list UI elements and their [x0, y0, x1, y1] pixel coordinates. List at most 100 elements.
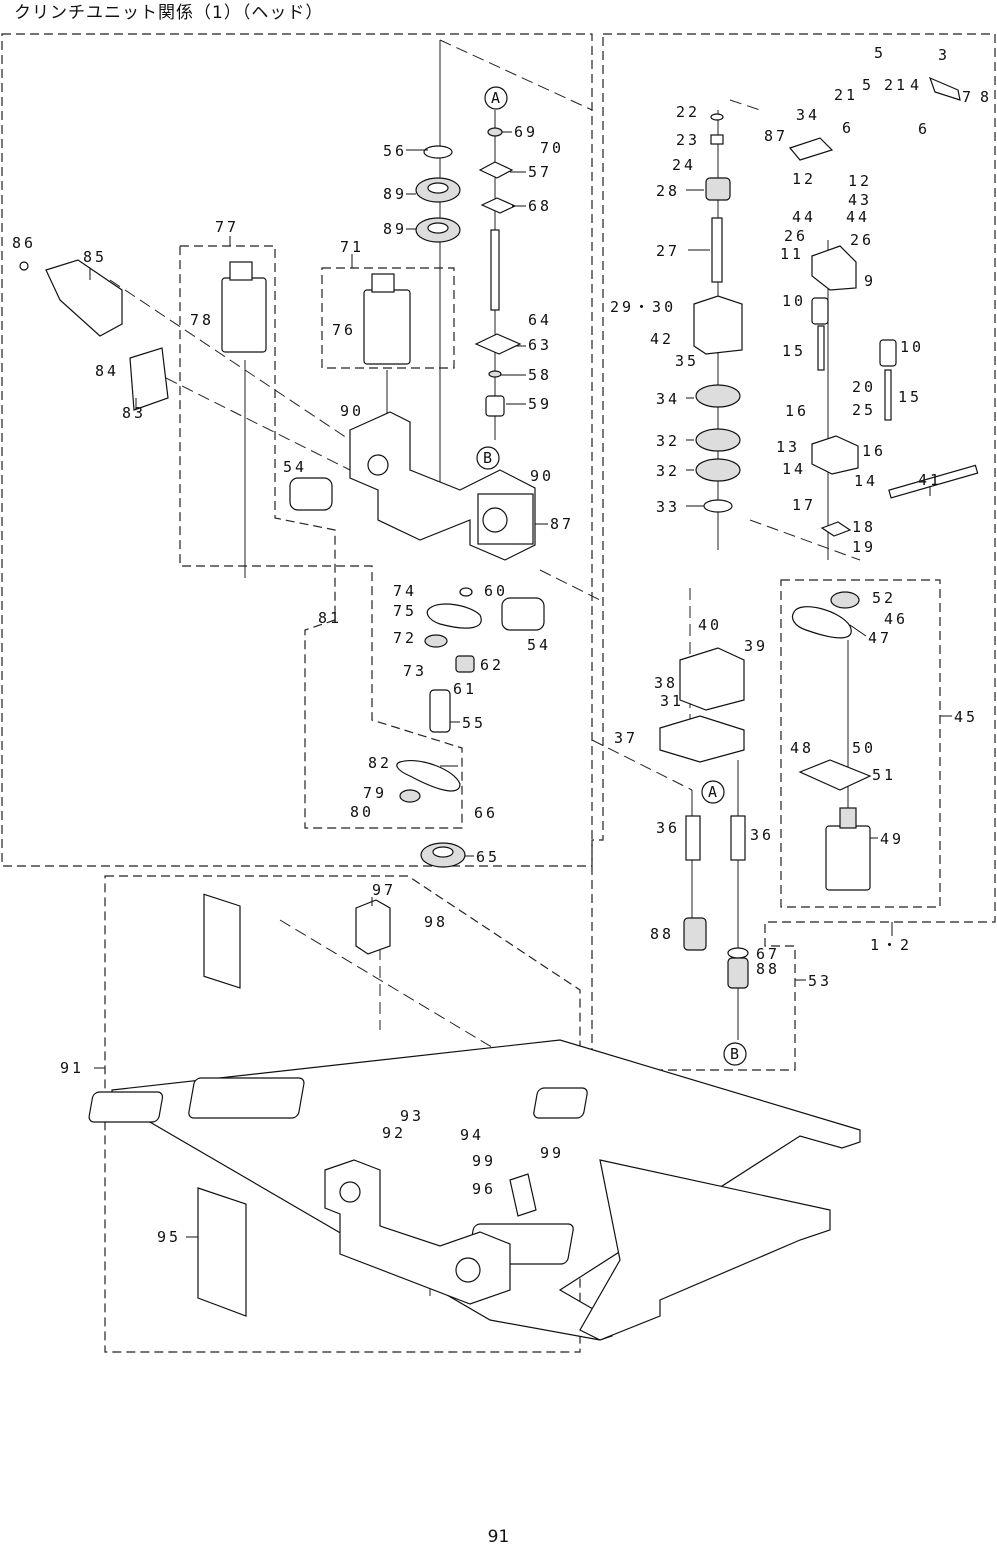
- callout-80: 80: [350, 803, 374, 821]
- callout-26a: 26: [784, 227, 808, 245]
- callout-36b: 36: [750, 826, 774, 844]
- callout-49: 49: [880, 830, 904, 848]
- clinch-drive-frame-1-2: [591, 33, 996, 1071]
- pulley-52: [830, 591, 860, 609]
- callout-leaders: [89, 131, 952, 1238]
- callout-57: 57: [528, 163, 552, 181]
- bushing-10-right: [879, 339, 897, 367]
- nut-69: [487, 127, 503, 137]
- gear-61: [455, 655, 475, 673]
- callout-95: 95: [157, 1228, 181, 1246]
- plate-18: [820, 521, 852, 537]
- callout-35: 35: [675, 352, 699, 370]
- pulley-79: [399, 789, 421, 803]
- callout-61: 61: [453, 680, 477, 698]
- bushing-88-upper: [683, 917, 707, 951]
- head-subassembly-frame-77: [179, 245, 463, 829]
- callout-64: 64: [528, 311, 552, 329]
- page-number: 91: [487, 1527, 510, 1547]
- callout-93: 93: [400, 1107, 424, 1125]
- callout-72: 72: [393, 629, 417, 647]
- callout-19: 19: [852, 538, 876, 556]
- lever-3: [928, 76, 961, 101]
- callout-78: 78: [190, 311, 214, 329]
- part-drawings: [19, 76, 979, 1341]
- callout-53: 53: [808, 972, 832, 990]
- flange-57: [478, 161, 514, 179]
- callout-4: 4: [910, 76, 922, 94]
- callout-46: 46: [884, 610, 908, 628]
- callout-15a: 15: [782, 342, 806, 360]
- callout-52: 52: [872, 589, 896, 607]
- marker-b-mid: B: [483, 449, 495, 467]
- callout-98: 98: [424, 913, 448, 931]
- callout-23: 23: [676, 131, 700, 149]
- base-plate-91: [111, 1039, 861, 1341]
- bearing-32-upper: [695, 428, 741, 452]
- belt-75: [426, 603, 482, 629]
- callout-10a: 10: [782, 292, 806, 310]
- callout-9: 9: [864, 272, 876, 290]
- callout-22: 22: [676, 103, 700, 121]
- coupling-28: [705, 177, 731, 201]
- callout-76: 76: [332, 321, 356, 339]
- callout-63: 63: [528, 336, 552, 354]
- callout-16a: 16: [785, 402, 809, 420]
- callout-88a: 88: [650, 925, 674, 943]
- callout-1-2: 1・2: [870, 936, 912, 954]
- head-unit-frame: [1, 33, 593, 867]
- collar-58: [488, 370, 502, 378]
- callout-11: 11: [780, 245, 804, 263]
- callout-12a: 12: [792, 170, 816, 188]
- callout-31: 31: [660, 692, 684, 710]
- pin-36-right: [730, 815, 746, 861]
- callout-66: 66: [474, 804, 498, 822]
- callout-88b: 88: [756, 960, 780, 978]
- bearing-34: [695, 384, 741, 408]
- callout-89a: 89: [383, 185, 407, 203]
- callout-24: 24: [672, 156, 696, 174]
- callout-28: 28: [656, 182, 680, 200]
- callout-51: 51: [872, 766, 896, 784]
- rod-15: [817, 325, 825, 371]
- callout-6b: 6: [918, 120, 930, 138]
- callout-26b: 26: [850, 231, 874, 249]
- bracket-85: [45, 259, 123, 337]
- callout-87r: 87: [764, 127, 788, 145]
- callout-44a: 44: [792, 208, 816, 226]
- callout-60: 60: [484, 582, 508, 600]
- callout-94: 94: [460, 1126, 484, 1144]
- callout-92: 92: [382, 1124, 406, 1142]
- callout-70: 70: [540, 139, 564, 157]
- callout-7: 7: [962, 88, 974, 106]
- callout-90b: 90: [530, 467, 554, 485]
- callout-34r: 34: [796, 106, 820, 124]
- callout-15b: 15: [898, 388, 922, 406]
- bracket-83: [129, 347, 169, 411]
- pulley-72: [424, 634, 448, 648]
- callout-25: 25: [852, 401, 876, 419]
- reference-markers: A B A B: [476, 86, 747, 1066]
- bushing-10-left: [811, 297, 829, 325]
- bracket-96: [509, 1173, 537, 1217]
- callout-17: 17: [792, 496, 816, 514]
- motor-bracket-31: [659, 715, 745, 763]
- callout-85: 85: [83, 248, 107, 266]
- callout-6a: 6: [842, 119, 854, 137]
- bushing-59: [485, 395, 505, 417]
- shaft: [490, 229, 500, 311]
- marker-b-bottom: B: [730, 1045, 742, 1063]
- motor-subassembly-frame-45: [780, 579, 941, 908]
- nut-60: [459, 587, 473, 597]
- page-title: クリンチユニット関係（1）（ヘッド）: [14, 3, 324, 23]
- retaining-ring-33: [703, 499, 733, 513]
- callout-39: 39: [744, 637, 768, 655]
- arm-34: [788, 137, 834, 161]
- callout-87: 87: [550, 515, 574, 533]
- callout-58: 58: [528, 366, 552, 384]
- callout-59: 59: [528, 395, 552, 413]
- callout-12b: 12: [848, 172, 872, 190]
- callout-27: 27: [656, 242, 680, 260]
- bracket-68: [480, 197, 517, 214]
